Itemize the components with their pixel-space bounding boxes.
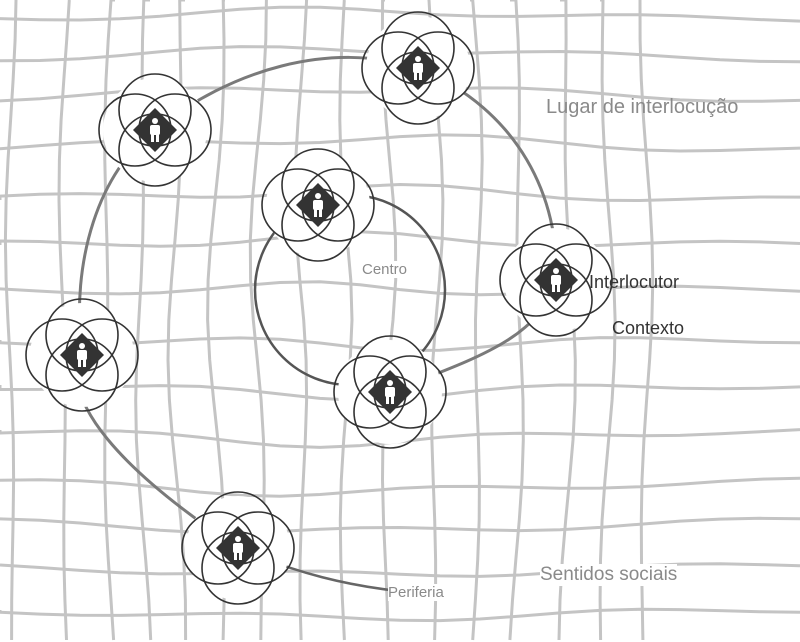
node-5: [25, 298, 139, 412]
grid-line: [166, 0, 188, 641]
node-1: [98, 73, 212, 187]
grid-line: [598, 0, 617, 641]
person-icon: [313, 193, 323, 217]
person-icon: [233, 536, 243, 560]
person-icon: [150, 118, 160, 142]
grid-line: [103, 0, 116, 641]
grid-line: [470, 0, 484, 641]
grid-line: [338, 0, 354, 641]
grid-line: [508, 0, 525, 641]
node-6: [333, 335, 447, 449]
label-sentidos: Sentidos sociais: [540, 564, 678, 586]
grid-line: [0, 476, 800, 498]
grid-line: [3, 0, 18, 641]
label-interlocutor: Interlocutor: [589, 272, 680, 292]
grid-line: [0, 230, 800, 249]
label-lugar: Lugar de interlocução: [546, 96, 739, 118]
node-2: [361, 11, 475, 125]
grid-line: [0, 182, 800, 203]
person-icon: [77, 343, 87, 367]
grid-line: [0, 133, 800, 153]
grid-line: [0, 280, 800, 297]
grid-line: [134, 0, 153, 641]
node-7: [181, 491, 295, 605]
label-centro: Centro: [362, 261, 408, 278]
grid-line: [57, 0, 71, 641]
node-3: [261, 148, 375, 262]
node-4: [499, 223, 613, 337]
label-periferia: Periferia: [388, 584, 444, 601]
grid-line: [0, 562, 800, 578]
grid-line: [0, 607, 800, 623]
grid-line: [0, 516, 800, 535]
grid-line: [0, 5, 800, 23]
grid-line: [638, 0, 655, 641]
person-icon: [551, 268, 561, 292]
person-icon: [385, 380, 395, 404]
person-icon: [413, 56, 423, 80]
label-contexto: Contexto: [612, 318, 685, 338]
grid-line: [293, 0, 309, 641]
